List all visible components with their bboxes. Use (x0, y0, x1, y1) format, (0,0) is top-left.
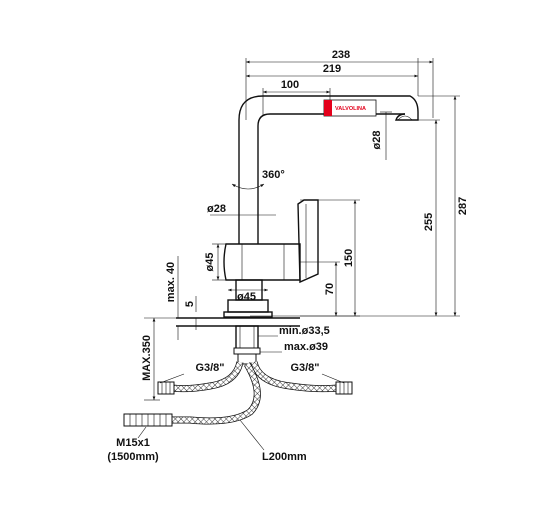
connector-left-label: G3/8" (195, 362, 224, 374)
dim-100: 100 (281, 79, 299, 91)
dim-rotation: 360° (262, 169, 285, 181)
dim-outlet (380, 111, 392, 160)
dim-body-diameter-label: ø45 (204, 253, 216, 272)
hose-length-flex-label: L200mm (262, 451, 307, 463)
dim-287: 287 (457, 197, 469, 215)
connector-right-label: G3/8" (290, 362, 319, 374)
dim-max-deck: max. 40 (165, 262, 177, 302)
dim-spout-diameter-label: ø28 (207, 203, 226, 215)
faucet-body (176, 95, 419, 365)
dim-219: 219 (323, 63, 341, 75)
dim-238: 238 (332, 49, 350, 61)
dimension-lines-right (250, 95, 460, 317)
dim-70: 70 (324, 283, 336, 295)
dim-max-350 (144, 317, 230, 401)
dim-outlet-diameter: ø28 (371, 131, 383, 150)
dim-hole-min: min.ø33,5 (279, 325, 330, 337)
thread-label: M15x1 (116, 437, 150, 449)
dim-255: 255 (423, 213, 435, 231)
dim-spout-diameter (210, 208, 276, 222)
leader-lines (137, 373, 345, 451)
dim-base-diameter-label: ø45 (237, 291, 256, 303)
dim-deck-offset: 5 (184, 301, 196, 307)
dim-150: 150 (343, 249, 355, 267)
dim-hole-max: max.ø39 (284, 341, 328, 353)
dim-body-diameter (212, 243, 228, 281)
hose-length-main-label: (1500mm) (107, 451, 159, 463)
dim-max-below: MAX.350 (141, 335, 153, 381)
dim-hole (258, 335, 282, 353)
supply-hoses (123, 361, 353, 427)
brand-label: VALVOLINA (335, 106, 366, 112)
brand-mark (324, 100, 332, 116)
